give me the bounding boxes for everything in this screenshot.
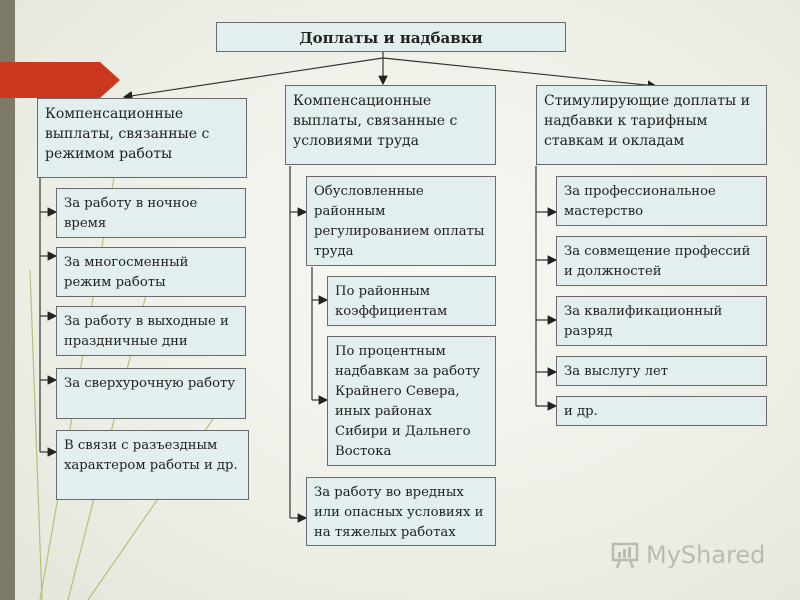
subitem-north-allowances: По процентным надбавкам за работу Крайне… bbox=[327, 336, 496, 466]
subitem-regional-coefficients: По районным коэффициентам bbox=[327, 276, 496, 326]
item-multishift: За многосменный режим работы bbox=[56, 247, 246, 297]
myshared-watermark: MyShared bbox=[610, 538, 765, 572]
presentation-board-icon bbox=[611, 542, 639, 569]
item-seniority: За выслугу лет bbox=[556, 356, 767, 386]
item-travel-nature: В связи с разъездным характером работы и… bbox=[56, 430, 249, 500]
item-professional-skill: За профессиональное мастерство bbox=[556, 176, 767, 226]
item-etc: и др. bbox=[556, 396, 767, 426]
item-weekend-work: За работу в выходные и праздничные дни bbox=[56, 306, 246, 356]
item-combining-professions: За совмещение профессий и должностей bbox=[556, 236, 767, 286]
column-heading-incentive: Стимулирующие доплаты и надбавки к тариф… bbox=[536, 85, 767, 165]
column-heading-regime: Компенсационные выплаты, связанные с реж… bbox=[37, 98, 247, 178]
item-hazardous-work: За работу во вредных или опасных условия… bbox=[306, 477, 496, 546]
diagram-title: Доплаты и надбавки bbox=[216, 22, 566, 52]
item-night-work: За работу в ночное время bbox=[56, 188, 246, 238]
item-regional-regulation: Обусловленные районным регулированием оп… bbox=[306, 176, 496, 266]
watermark-text: MyShared bbox=[646, 541, 766, 569]
red-tab-marker bbox=[0, 62, 120, 98]
column-heading-conditions: Компенсационные выплаты, связанные с усл… bbox=[285, 85, 496, 165]
left-decorative-stripe bbox=[0, 0, 15, 600]
item-qualification-grade: За квалификационный разряд bbox=[556, 296, 767, 346]
item-overtime: За сверхурочную работу bbox=[56, 368, 246, 419]
